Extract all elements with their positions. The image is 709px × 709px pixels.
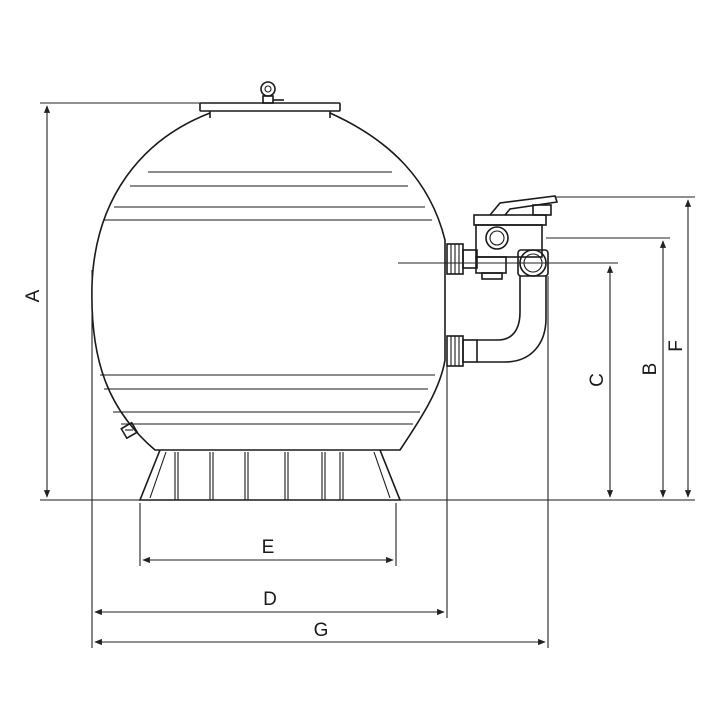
drain-plug-icon [120, 421, 139, 440]
label-a: A [23, 289, 44, 302]
return-pipe [446, 276, 547, 367]
dimension-g: G [91, 276, 549, 648]
dimension-b: B [546, 237, 670, 498]
label-b: B [640, 363, 661, 376]
multiport-valve [446, 195, 559, 280]
dimension-a: A [23, 102, 200, 498]
label-g: G [314, 620, 329, 641]
dimension-d: D [91, 270, 448, 620]
label-d: D [263, 589, 277, 610]
label-f: F [666, 340, 687, 352]
label-c: C [587, 373, 608, 387]
tank-base [138, 449, 402, 501]
dimension-f: F [556, 196, 695, 498]
filter-tank [91, 81, 446, 451]
dimension-c: C [398, 262, 618, 498]
tank-lid [199, 102, 341, 112]
dimension-e: E [139, 503, 397, 566]
air-vent-icon [260, 81, 284, 104]
label-e: E [262, 537, 275, 558]
